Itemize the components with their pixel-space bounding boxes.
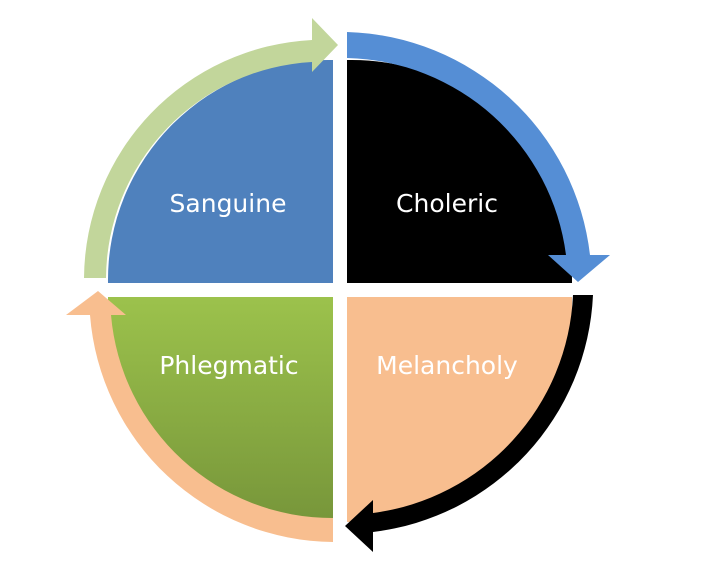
label-melancholy: Melancholy [376, 351, 518, 380]
quadrant-phlegmatic [107, 297, 334, 523]
quadrant-sanguine [107, 59, 333, 284]
arrow-phlegmatic-to-sanguine [66, 291, 333, 542]
label-sanguine: Sanguine [170, 189, 287, 218]
label-phlegmatic: Phlegmatic [159, 351, 298, 380]
label-choleric: Choleric [396, 189, 498, 218]
arrow-sanguine-to-choleric [84, 18, 338, 278]
quadrant-choleric [347, 59, 573, 284]
quadrant-melancholy [347, 297, 573, 523]
arrow-choleric-to-melancholy [347, 32, 610, 282]
arrow-melancholy-to-phlegmatic [345, 295, 593, 552]
